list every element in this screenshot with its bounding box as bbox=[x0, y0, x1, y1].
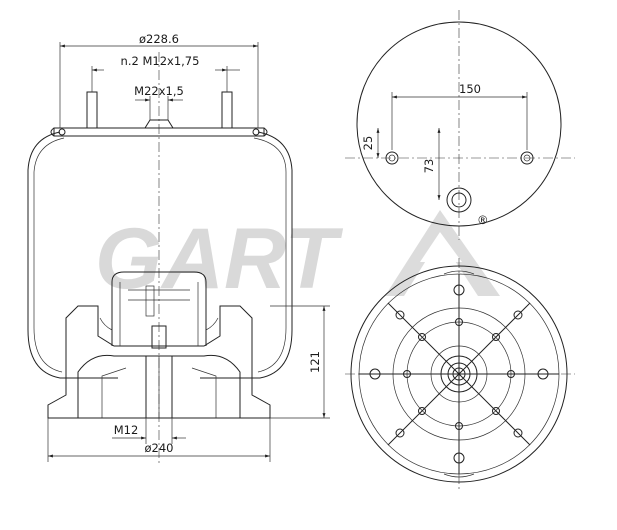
bottom-hub bbox=[440, 355, 478, 393]
bellows-inner-left bbox=[33, 137, 65, 373]
dim-center-thread: M22x1,5 bbox=[134, 84, 184, 98]
dim-top-width: ø228.6 bbox=[139, 32, 179, 46]
stud-right bbox=[221, 91, 233, 129]
piston-lip bbox=[99, 317, 219, 331]
dim-studs: n.2 M12x1,75 bbox=[121, 54, 200, 68]
center-bolt-head bbox=[151, 325, 167, 349]
top-view: 150 25 73 bbox=[345, 10, 575, 240]
bottom-tabs bbox=[443, 270, 475, 478]
dim-center-offset: 73 bbox=[422, 159, 436, 174]
dim-height: 121 bbox=[308, 351, 322, 373]
bumper bbox=[111, 271, 207, 346]
side-view bbox=[27, 52, 293, 465]
dim-stud-offset: 25 bbox=[361, 136, 375, 151]
bottom-ribs bbox=[359, 274, 559, 474]
bellows-outer-right bbox=[200, 131, 293, 379]
center-boss bbox=[144, 119, 174, 129]
bellows-outer-left bbox=[27, 131, 118, 379]
top-plate-crimp bbox=[50, 127, 268, 137]
dim-bottom-thread: M12 bbox=[114, 423, 139, 437]
dim-bottom-width: ø240 bbox=[145, 441, 174, 455]
piston-section bbox=[47, 305, 271, 419]
bellows-inner-right bbox=[253, 137, 287, 373]
stud-hole-left bbox=[385, 151, 399, 165]
side-dimensions: ø228.6 n.2 M12x1,75 M22x1,5 121 M12 ø240 bbox=[47, 32, 330, 462]
bumper-inner bbox=[119, 282, 199, 346]
piston-cavity bbox=[77, 354, 241, 419]
bottom-view bbox=[345, 258, 575, 492]
center-port bbox=[446, 187, 472, 213]
stud-left bbox=[86, 91, 98, 129]
crimp-left bbox=[58, 128, 66, 136]
bumper-slot bbox=[145, 285, 155, 317]
bottom-holes bbox=[369, 284, 549, 464]
watermark-registered: ® bbox=[477, 213, 489, 227]
piston-ribs bbox=[101, 367, 217, 418]
crimp-right bbox=[252, 128, 260, 136]
watermark-brand: GART bbox=[95, 211, 344, 307]
dim-stud-spacing: 150 bbox=[459, 82, 481, 96]
stud-hole-right bbox=[520, 151, 534, 165]
